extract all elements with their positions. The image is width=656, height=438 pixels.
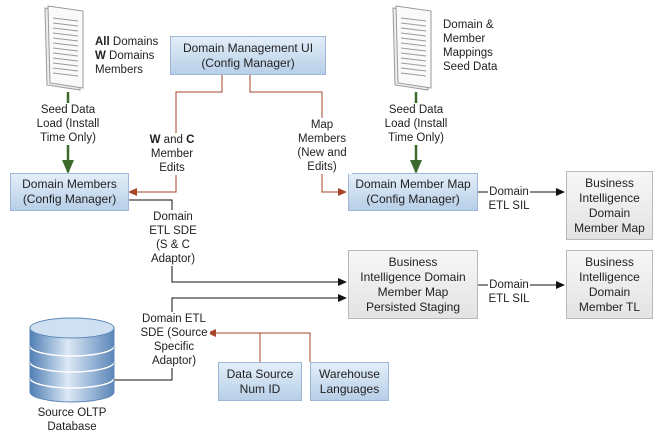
box-line: Warehouse <box>319 366 380 381</box>
label-line: Edits) <box>307 161 337 173</box>
label-line: Adaptor) <box>150 253 196 265</box>
box-line: Domain Management UI <box>182 40 314 55</box>
document-icon-left <box>44 5 84 91</box>
box-line: Domain <box>588 284 631 299</box>
wc-edits-arrow <box>128 75 223 196</box>
domain-etl-sil-mid-label: Domain ETL SIL <box>486 278 532 306</box>
label-line: Domain <box>153 211 193 223</box>
box-line: Domain Members <box>22 177 117 191</box>
map-members-arrow <box>249 75 347 196</box>
domain-etl-sil-top-label: Domain ETL SIL <box>486 185 532 213</box>
label-line: Seed Data <box>388 104 444 116</box>
label-line: Domain <box>489 186 529 198</box>
wc-line-1: W and C <box>149 134 195 146</box>
box-line: Business <box>585 175 634 190</box>
label-line: Edits <box>159 162 185 174</box>
warehouse-languages-box[interactable]: Warehouse Languages <box>310 362 389 401</box>
label-line: Load (Install <box>36 118 100 130</box>
label-line: Map <box>310 119 334 131</box>
doc-left-line-2: W Domains <box>95 50 155 62</box>
box-line: Business <box>585 254 634 269</box>
label-line: Database <box>47 421 97 433</box>
bi-domain-member-map-staging-box[interactable]: Business Intelligence Domain Member Map … <box>348 250 478 319</box>
box-line: (Config Manager) <box>366 192 460 206</box>
bi-domain-member-tl-box[interactable]: Business Intelligence Domain Member TL <box>566 250 653 319</box>
label-line: Member <box>150 148 194 160</box>
data-source-arrow <box>207 329 261 362</box>
box-line: Business <box>388 254 438 269</box>
box-line: (Config Manager) <box>22 192 117 206</box>
box-line: Member TL <box>578 299 641 314</box>
data-source-num-id-box[interactable]: Data Source Num ID <box>218 362 302 401</box>
doc-right-line-1: Domain & <box>443 19 494 31</box>
doc-right-line-2: Member <box>443 33 486 45</box>
domain-management-ui-box[interactable]: Domain Management UI (Config Manager) <box>170 36 326 75</box>
label-line: SDE (Source <box>140 327 208 339</box>
label-line: Seed Data <box>40 104 96 116</box>
doc-right-line-3: Mappings <box>443 47 493 59</box>
seed-data-load-right-label: Seed Data Load (Install Time Only) <box>370 103 462 145</box>
box-line: Persisted Staging <box>365 299 461 314</box>
label-line: Load (Install <box>384 118 448 130</box>
label-line: Time Only) <box>388 132 444 144</box>
box-line: Num ID <box>239 381 281 396</box>
database-icon <box>29 317 115 403</box>
doc-left-line-1: All Domains <box>95 36 159 48</box>
domain-etl-sde-source-label: Domain ETL SDE (Source Specific Adaptor) <box>138 312 210 368</box>
bi-domain-member-map-box[interactable]: Business Intelligence Domain Member Map <box>566 171 653 240</box>
box-line: Member Map <box>377 284 449 299</box>
label-line: ETL SDE <box>149 225 197 237</box>
label-line: ETL SIL <box>488 200 530 212</box>
box-line: (Config Manager) <box>201 55 295 70</box>
wc-member-edits-label: W and C Member Edits <box>144 133 200 175</box>
warehouse-arrow <box>260 332 311 362</box>
label-line: (New and <box>297 147 347 159</box>
label-line: Adaptor) <box>151 355 197 367</box>
map-members-label: Map Members (New and Edits) <box>292 118 352 174</box>
doc-left-text: All Domains W Domains Members <box>95 35 158 77</box>
label-line: Time Only) <box>40 132 96 144</box>
box-line: Domain Member Map <box>355 177 471 191</box>
source-oltp-database-label: Source OLTP Database <box>22 406 122 434</box>
label-line: Domain ETL <box>142 313 206 325</box>
box-line: Intelligence <box>579 269 640 284</box>
label-line: Specific <box>153 341 195 353</box>
box-line: Intelligence <box>579 190 640 205</box>
doc-right-text: Domain & Member Mappings Seed Data <box>443 18 497 74</box>
box-line: Languages <box>319 381 380 396</box>
box-line: Intelligence Domain <box>360 269 466 284</box>
doc-left-line-3: Members <box>95 64 143 76</box>
document-icon-right <box>392 5 432 91</box>
label-line: Source OLTP <box>37 407 107 419</box>
label-line: (S & C <box>156 239 190 251</box>
label-line: Domain <box>489 279 529 291</box>
label-line: Members <box>298 133 346 145</box>
seed-data-load-left-label: Seed Data Load (Install Time Only) <box>22 103 114 145</box>
box-line: Data Source <box>226 366 294 381</box>
box-line: Member Map <box>574 220 645 235</box>
domain-etl-sde-sc-label: Domain ETL SDE (S & C Adaptor) <box>144 210 202 266</box>
box-line: Domain <box>588 205 631 220</box>
domain-members-box[interactable]: Domain Members (Config Manager) <box>10 173 129 211</box>
domain-member-map-box[interactable]: Domain Member Map (Config Manager) <box>348 173 478 211</box>
doc-right-line-4: Seed Data <box>443 61 498 73</box>
label-line: ETL SIL <box>488 293 530 305</box>
